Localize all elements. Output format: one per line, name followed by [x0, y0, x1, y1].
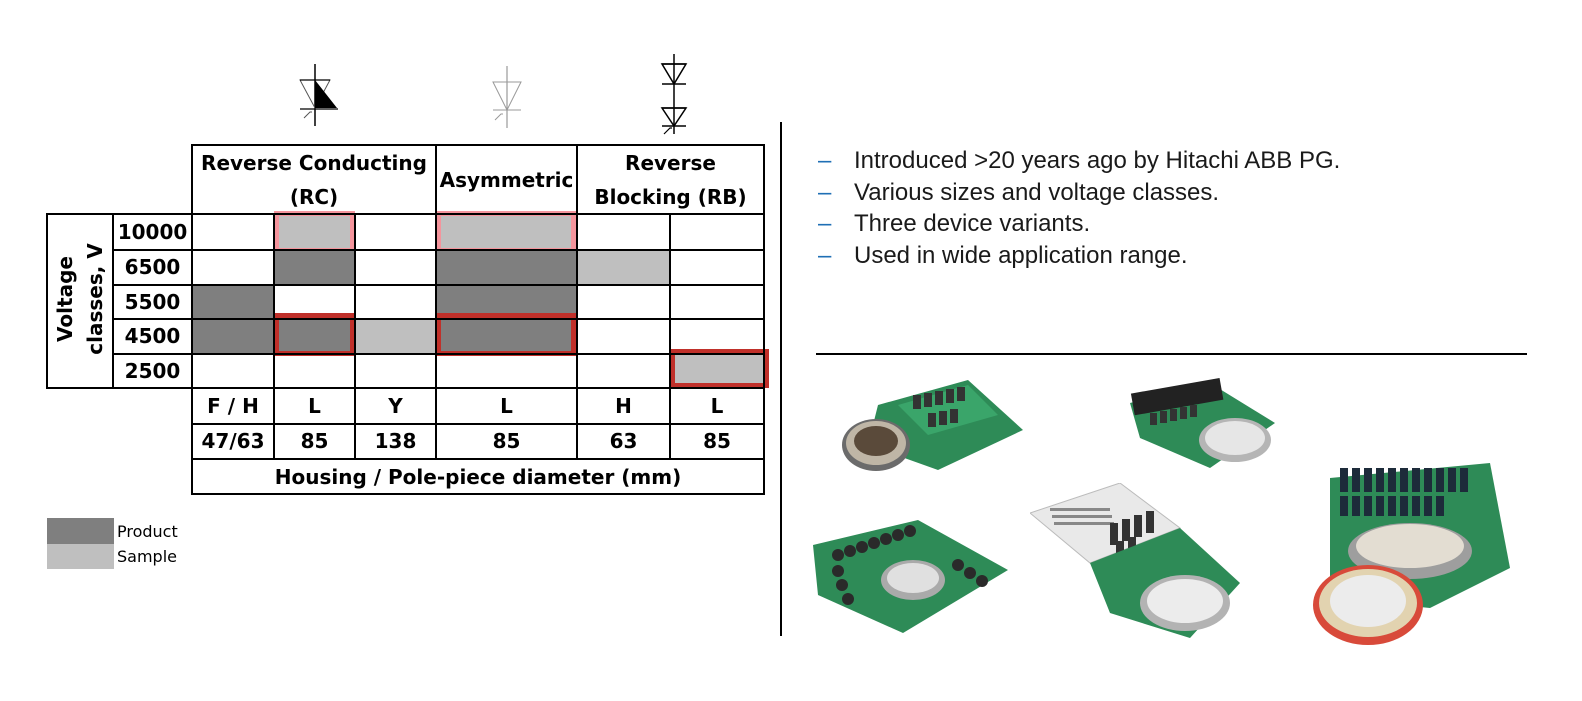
igct-board-photo-2-icon [1130, 378, 1275, 468]
voltage-row-label: 6500 [124, 255, 181, 279]
housing-code: H [615, 394, 632, 418]
diameter-value: 85 [300, 429, 329, 453]
legend-product-label: Product [117, 522, 178, 541]
highlight-rb-l-2500 [670, 349, 769, 388]
igct-board-photo-4-icon [1030, 483, 1240, 638]
header-reverse-blocking: Reverse Blocking (RB) [594, 150, 747, 209]
housing-code: L [500, 394, 513, 418]
dash-icon: – [818, 178, 832, 206]
housing-code: Y [388, 394, 403, 418]
sample-cell-rc-l-10000 [274, 211, 355, 253]
sample-cell-asym-l-10000 [436, 211, 576, 253]
voltage-row-label: 5500 [124, 290, 181, 314]
sample-cell-rb-l-2500 [670, 353, 766, 387]
product-cell-rc-fh-4500 [192, 319, 273, 354]
diameter-value: 138 [374, 429, 417, 453]
igct-board-photo-5-icon [1313, 463, 1510, 645]
dash-icon: – [818, 210, 832, 237]
bullet-item: –Used in wide application range. [818, 240, 1340, 272]
product-cell-rc-fh-5500 [192, 285, 273, 319]
diameter-value: 47/63 [201, 429, 265, 453]
horizontal-divider [816, 353, 1527, 355]
header-asymmetric: Asymmetric [439, 167, 574, 192]
rc-thyristor-symbol-icon [299, 64, 338, 126]
product-cell-asym-l-6500 [436, 250, 576, 284]
diameter-value: 85 [492, 429, 521, 453]
legend-sample-swatch [47, 544, 114, 569]
asymmetric-thyristor-symbol-icon [492, 66, 522, 128]
vertical-divider [780, 122, 782, 636]
voltage-row-label: 2500 [124, 359, 181, 383]
bullet-item: –Introduced >20 years ago by Hitachi ABB… [818, 145, 1340, 177]
housing-footer-label: Housing / Pole-piece diameter (mm) [274, 464, 682, 489]
header-reverse-conducting: Reverse Conducting (RC) [201, 150, 427, 209]
voltage-row-label: 10000 [117, 220, 188, 244]
housing-code: L [710, 394, 724, 418]
dash-icon: – [818, 147, 832, 174]
igct-board-photo-1-icon [842, 380, 1023, 471]
sample-cell-rc-y-4500 [355, 319, 436, 354]
feature-bullet-list: –Introduced >20 years ago by Hitachi ABB… [818, 145, 1340, 271]
housing-code: F / H [207, 394, 259, 418]
voltage-row-label: 4500 [124, 324, 181, 348]
bullet-item: –Three device variants. [818, 208, 1340, 240]
product-cell-asym-l-4500 [436, 319, 576, 354]
bullet-item: –Various sizes and voltage classes. [818, 177, 1340, 209]
reverse-blocking-thyristor-symbol-icon [660, 54, 688, 135]
igct-board-photo-3-icon [813, 520, 1008, 633]
voltage-axis-label: Voltage classes, V [53, 243, 107, 355]
dash-icon: – [818, 241, 832, 269]
product-cell-rc-l-6500 [274, 250, 355, 284]
diameter-value: 85 [703, 429, 731, 453]
legend-product-swatch [47, 518, 114, 544]
diameter-value: 63 [609, 429, 638, 453]
product-cell-rc-l-4500 [274, 319, 355, 354]
legend-sample-label: Sample [117, 547, 177, 566]
sample-cell-rb-h-6500 [577, 250, 670, 284]
housing-code: L [308, 394, 321, 418]
